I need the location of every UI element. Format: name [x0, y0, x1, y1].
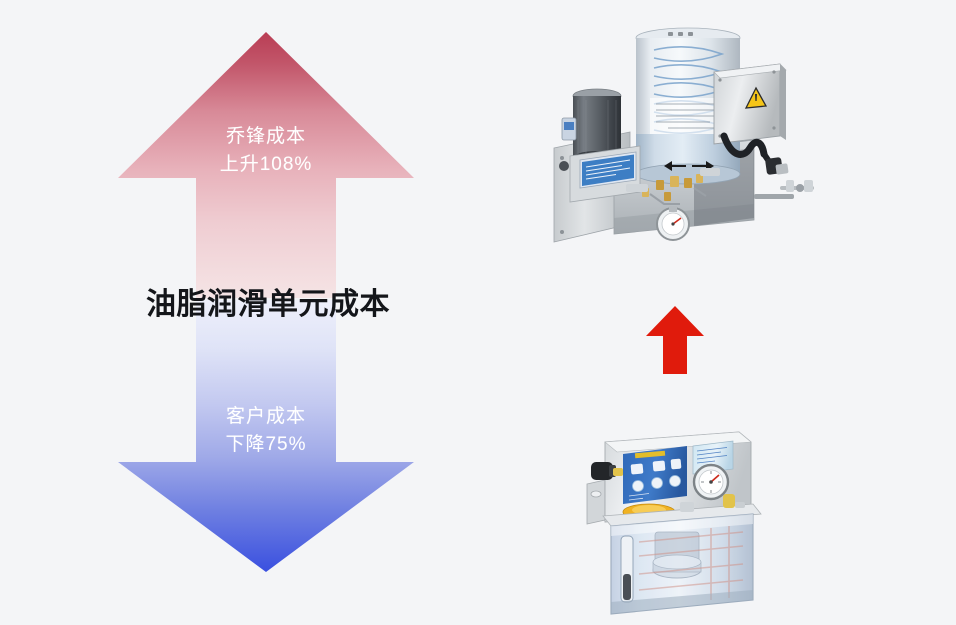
brass-outlet: [723, 494, 735, 508]
grease-pump-illustration: [518, 8, 834, 286]
outlet-nut: [735, 502, 745, 508]
enclosure-side: [780, 64, 786, 140]
warning-bolt: [755, 94, 757, 101]
drum-label-text-lines: [656, 103, 722, 129]
drum-cap: [678, 32, 683, 36]
brand-logo: [634, 450, 666, 459]
manifold-fittings: [626, 168, 720, 201]
tank-highlight: [611, 514, 753, 536]
bracket-slot: [590, 490, 602, 498]
gauge-hub: [671, 222, 675, 226]
cable-gland: [591, 462, 613, 480]
panel-buttons[interactable]: [632, 475, 681, 492]
motor-body: [573, 96, 621, 158]
tank-top-plate: [602, 503, 762, 527]
panel-text-lines: [628, 493, 650, 501]
yellow-fitting: [613, 468, 623, 476]
tubing: [649, 193, 680, 205]
spec-plate-text: [696, 447, 728, 464]
mounting-bracket: [586, 479, 606, 525]
outlet-pipes: [780, 180, 814, 192]
gauge-ticks: [701, 471, 721, 493]
customer-cost-down-arrow: 客户成本 下降75%: [118, 300, 414, 578]
red-arrow-shape: [646, 306, 704, 374]
gauge-stem: [669, 206, 677, 212]
drum-cap: [668, 32, 673, 36]
nameplate-text-lines: [585, 159, 631, 180]
power-cable: [720, 132, 768, 158]
up-arrow-polygon: [118, 32, 414, 298]
plate-bolt: [560, 230, 564, 234]
grease-lubrication-pump-unit-photo: [518, 8, 834, 286]
down-arrow-polygon: [118, 300, 414, 572]
float-indicator: [623, 574, 631, 600]
compact-pump-illustration: [583, 424, 779, 624]
up-arrow-shape: [118, 32, 414, 298]
gauge-needle: [672, 217, 682, 225]
side-port: [559, 161, 569, 171]
top-fitting: [680, 502, 694, 512]
tubing: [693, 187, 707, 197]
up-arrow-label-line2: 上升108%: [219, 154, 313, 175]
case-top: [604, 431, 752, 453]
down-arrow-label-line2: 下降75%: [225, 434, 307, 455]
down-arrow-label: 客户成本 下降75%: [166, 403, 366, 459]
down-arrow-label-line1: 客户成本: [225, 406, 306, 427]
tank-reflections: [638, 526, 744, 600]
connector-collar: [775, 163, 789, 175]
blue-nameplate: [582, 154, 634, 186]
terminal-box-sticker: [564, 122, 574, 130]
drum-cap: [688, 32, 693, 36]
competitor-cost-up-arrow: 乔锋成本 上升108%: [118, 26, 414, 298]
panel-icons: [630, 458, 682, 475]
compact-lubrication-pump-photo: [583, 424, 779, 624]
tank-bottom: [611, 590, 753, 614]
plate-bolt: [560, 156, 564, 160]
up-arrow-label: 乔锋成本 上升108%: [166, 123, 366, 179]
motor-fins: [577, 100, 617, 156]
up-arrow-label-line1: 乔锋成本: [225, 126, 306, 147]
base-rail: [754, 194, 794, 199]
page-title: 油脂润滑单元成本: [146, 288, 390, 321]
red-arrow-polygon: [646, 306, 704, 374]
gauge-hub: [709, 480, 713, 484]
down-arrow-shape: [118, 300, 414, 572]
red-upgrade-arrow: [646, 306, 704, 374]
